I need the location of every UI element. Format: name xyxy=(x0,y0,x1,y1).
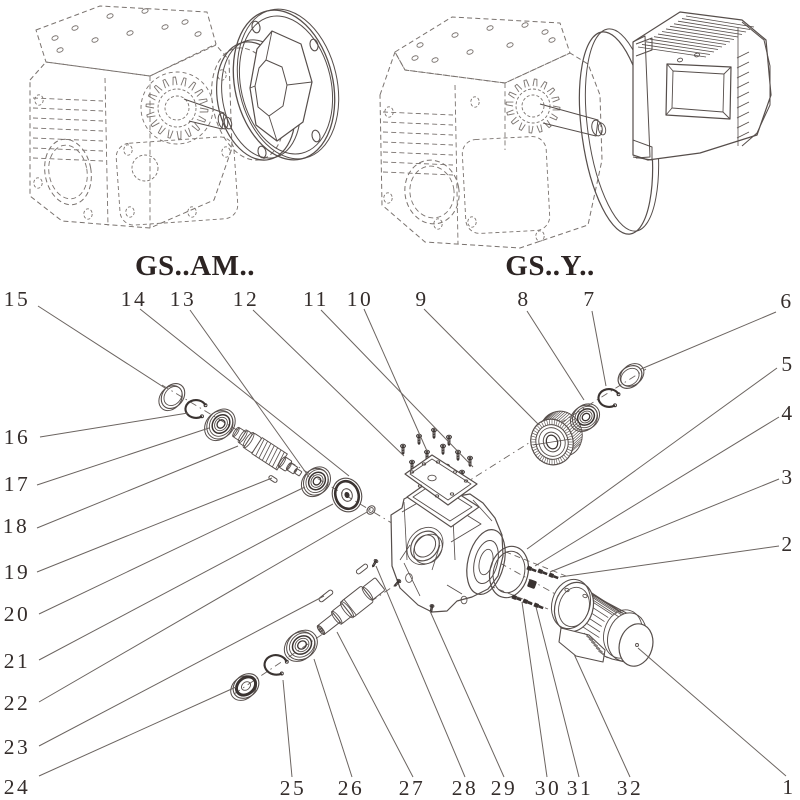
svg-text:30: 30 xyxy=(535,776,562,800)
svg-text:2: 2 xyxy=(781,532,794,556)
svg-text:4: 4 xyxy=(781,401,794,425)
svg-text:17: 17 xyxy=(4,472,31,496)
svg-text:28: 28 xyxy=(452,776,479,800)
svg-text:GS..AM..: GS..AM.. xyxy=(135,250,255,282)
svg-text:18: 18 xyxy=(3,514,30,538)
svg-text:GS..Y..: GS..Y.. xyxy=(505,250,594,282)
svg-text:27: 27 xyxy=(399,776,426,800)
svg-text:10: 10 xyxy=(347,287,374,311)
svg-text:9: 9 xyxy=(415,287,428,311)
svg-text:31: 31 xyxy=(567,776,594,800)
svg-text:5: 5 xyxy=(781,352,794,376)
svg-text:8: 8 xyxy=(517,287,530,311)
svg-text:24: 24 xyxy=(4,775,31,799)
svg-text:23: 23 xyxy=(4,735,31,759)
svg-text:26: 26 xyxy=(338,776,365,800)
svg-text:22: 22 xyxy=(4,691,31,715)
svg-text:11: 11 xyxy=(303,287,329,311)
svg-text:14: 14 xyxy=(121,287,148,311)
svg-text:7: 7 xyxy=(583,287,596,311)
svg-text:21: 21 xyxy=(4,649,31,673)
svg-text:15: 15 xyxy=(4,287,31,311)
svg-text:20: 20 xyxy=(4,602,31,626)
svg-text:1: 1 xyxy=(782,775,795,799)
svg-text:29: 29 xyxy=(491,776,518,800)
svg-text:3: 3 xyxy=(781,465,794,489)
svg-text:13: 13 xyxy=(170,287,197,311)
svg-text:12: 12 xyxy=(233,287,260,311)
svg-text:6: 6 xyxy=(780,289,793,313)
svg-text:25: 25 xyxy=(280,776,307,800)
svg-text:19: 19 xyxy=(4,560,31,584)
svg-text:16: 16 xyxy=(4,425,31,449)
svg-text:32: 32 xyxy=(617,776,644,800)
